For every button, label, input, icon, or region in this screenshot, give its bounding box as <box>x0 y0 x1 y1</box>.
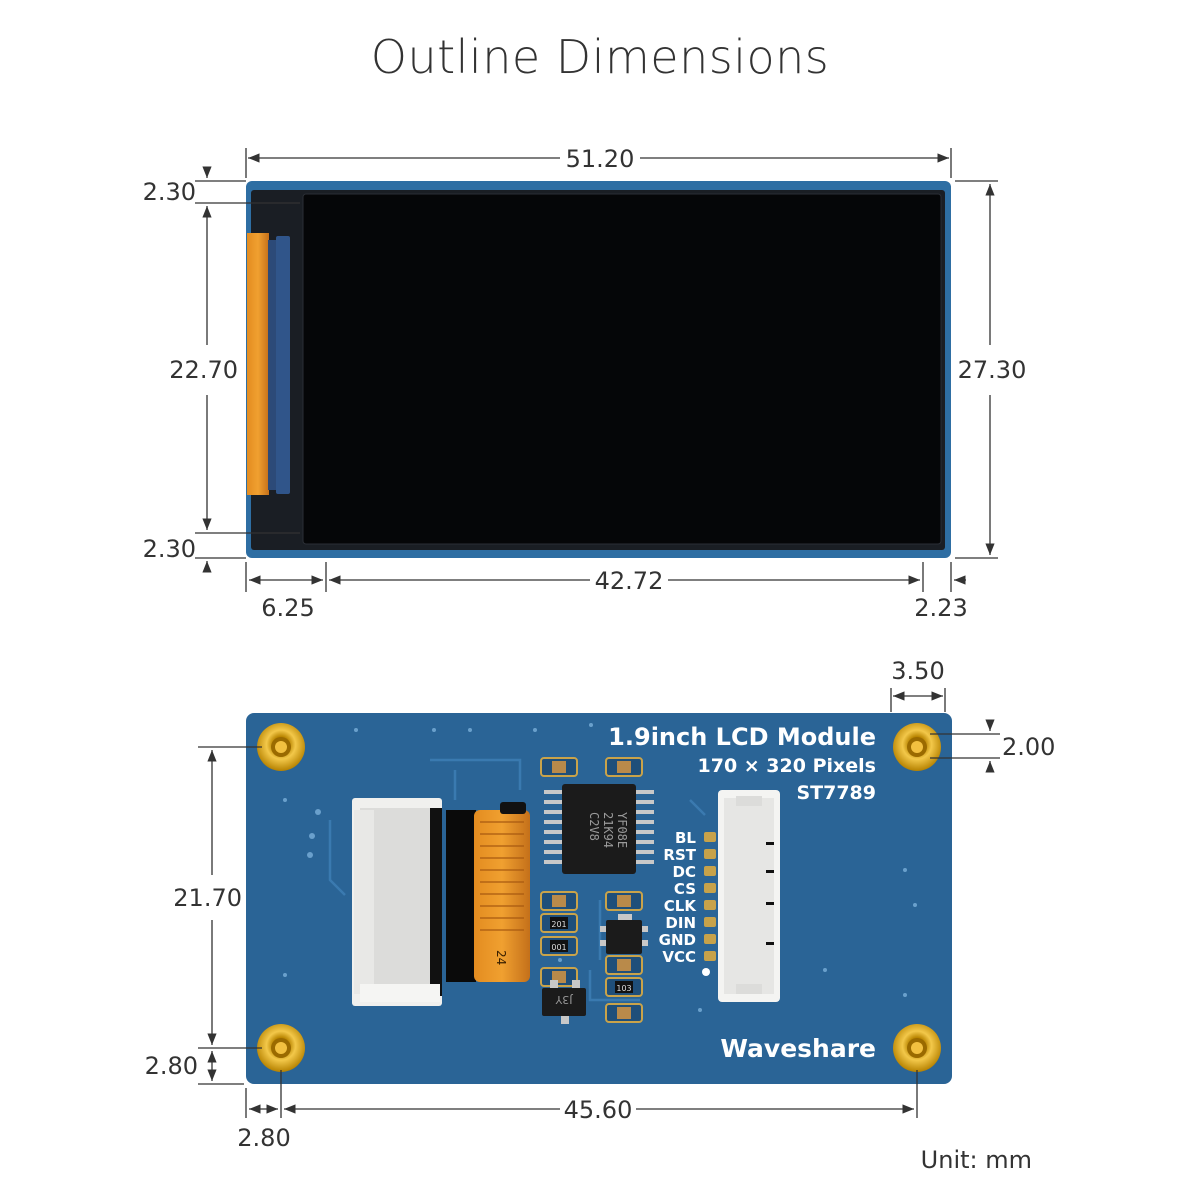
pin-label-cs: CS <box>674 880 696 898</box>
mounting-hole-top-left <box>257 723 305 771</box>
chip-marking-1: YF08E <box>615 812 629 848</box>
right-offset-label: 2.23 <box>914 594 967 622</box>
mounting-holes <box>257 723 941 1072</box>
pin-label-din: DIN <box>665 914 696 932</box>
capacitor <box>605 757 643 777</box>
resistor: 001 <box>540 936 578 956</box>
hole-spacing-y-label: 21.70 <box>173 884 242 912</box>
capacitor <box>605 955 643 975</box>
transistor: J3Y <box>542 980 586 1024</box>
lcd-active-area <box>303 194 941 544</box>
resistor: 103 <box>605 977 643 997</box>
capacitor <box>540 891 578 911</box>
vias <box>283 723 917 1012</box>
brand-logo: Waveshare <box>720 1034 876 1063</box>
mounting-hole-bottom-right <box>893 1024 941 1072</box>
display-width-label: 42.72 <box>595 567 664 595</box>
silkscreen: 1.9inch LCD Module 170 × 320 Pixels ST77… <box>608 723 876 1063</box>
fpc-connector <box>352 798 476 1006</box>
hole-bottom-label: 2.80 <box>145 1052 198 1080</box>
mounting-hole-top-right <box>893 723 941 771</box>
mounting-hole-bottom-left <box>257 1024 305 1072</box>
flex-cable-blue <box>276 236 290 494</box>
unit-label: Unit: mm <box>920 1146 1032 1174</box>
fpc-number: 24 <box>494 950 508 965</box>
board-title: 1.9inch LCD Module <box>608 723 876 751</box>
left-offset-label: 6.25 <box>261 594 314 622</box>
driver-ic: YF08E 21K94 C2V8 <box>544 784 654 874</box>
resistor: 201 <box>540 913 578 933</box>
width-label: 51.20 <box>566 145 635 173</box>
resistor-label-1: 201 <box>551 920 566 929</box>
total-height-label: 27.30 <box>958 356 1027 384</box>
resistor-label-2: 001 <box>551 943 566 952</box>
flex-cable-edge <box>268 240 277 490</box>
pin-label-rst: RST <box>663 846 696 864</box>
flex-cable-front <box>247 233 269 495</box>
pin-label-gnd: GND <box>659 931 696 949</box>
screen-highlight <box>302 193 942 545</box>
front-view <box>246 181 951 558</box>
pcb-traces <box>328 758 706 1002</box>
board-resolution: 170 × 320 Pixels <box>698 755 877 777</box>
chip-marking-3: C2V8 <box>587 812 601 841</box>
transistor-marking: J3Y <box>555 993 573 1006</box>
board-driver: ST7789 <box>796 782 876 804</box>
resistor-label-3: 103 <box>616 984 631 993</box>
pin-labels: BL RST DC CS CLK DIN GND VCC <box>659 829 698 966</box>
voltage-regulator <box>600 914 648 954</box>
hole-offset-y-label: 2.00 <box>1002 733 1055 761</box>
capacitor <box>540 757 578 777</box>
page-title: Outline Dimensions <box>370 30 830 84</box>
back-dimension-labels: 3.50 2.00 21.70 2.80 2.80 45.60 <box>145 657 1056 1152</box>
back-dimensions <box>198 688 1000 1118</box>
flex-ribbon: 24 <box>474 802 530 982</box>
hole-offset-x-label: 3.50 <box>891 657 944 685</box>
capacitor <box>605 891 643 911</box>
bottom-margin-label: 2.30 <box>143 535 196 563</box>
display-height-label: 22.70 <box>169 356 238 384</box>
capacitor <box>605 1003 643 1023</box>
front-dimension-labels: 51.20 2.30 22.70 2.30 27.30 6.25 42.72 2… <box>143 145 1027 622</box>
hole-left-label: 2.80 <box>237 1124 290 1152</box>
pin-label-vcc: VCC <box>662 948 696 966</box>
hole-spacing-x-label: 45.60 <box>564 1096 633 1124</box>
top-margin-label: 2.30 <box>143 178 196 206</box>
capacitor <box>540 967 578 987</box>
pin-label-clk: CLK <box>664 897 698 915</box>
chip-marking-2: 21K94 <box>601 812 615 848</box>
header-connector <box>702 790 780 1002</box>
pin-label-dc: DC <box>673 863 696 881</box>
front-dimensions <box>195 148 998 592</box>
pin-label-bl: BL <box>675 829 696 847</box>
back-view: 24 YF08E 21K94 C2V8 <box>246 713 952 1084</box>
